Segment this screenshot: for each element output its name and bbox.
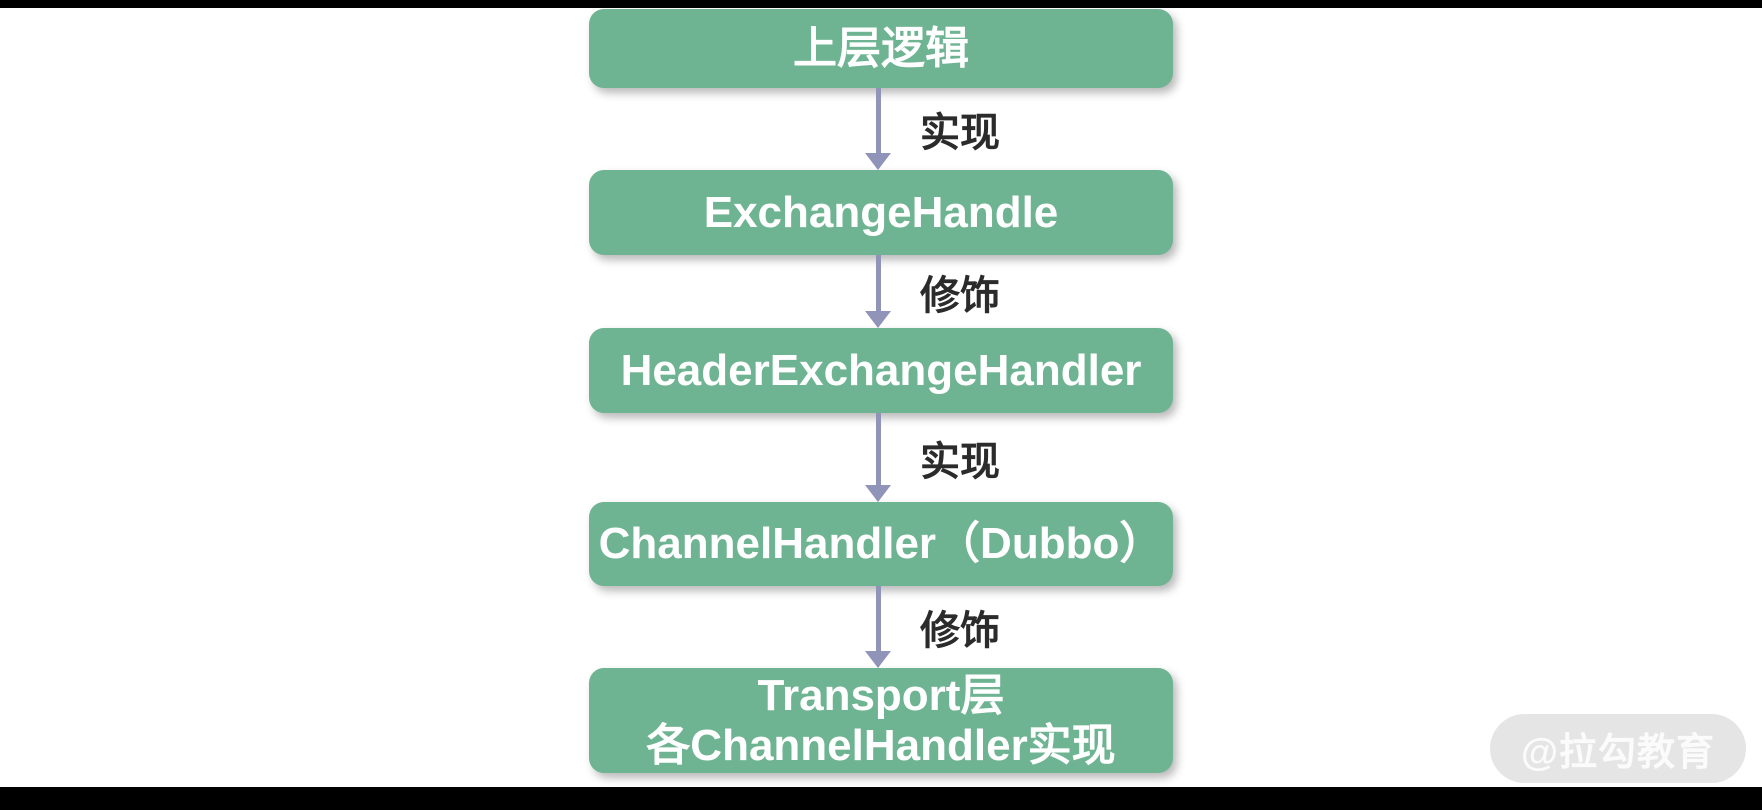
- arrow-down-icon: [865, 311, 891, 328]
- watermark-badge: @拉勾教育: [1490, 714, 1746, 783]
- arrow-down-icon: [865, 153, 891, 170]
- node-label: 上层逻辑: [793, 23, 969, 73]
- flow-edge-decorate-2: 修饰: [589, 586, 1173, 668]
- arrow-line: [876, 586, 881, 655]
- letterbox-bottom-bar: [0, 787, 1762, 810]
- flow-edge-implement-1: 实现: [589, 88, 1173, 170]
- edge-label: 实现: [920, 111, 1000, 155]
- arrow-down-icon: [865, 485, 891, 502]
- node-label: ExchangeHandle: [703, 187, 1059, 237]
- edge-label: 修饰: [920, 609, 1000, 653]
- flow-node-channel-handler-dubbo: ChannelHandler（Dubbo）: [589, 502, 1173, 586]
- node-label: HeaderExchangeHandler: [620, 345, 1142, 395]
- node-label: ChannelHandler（Dubbo）: [598, 519, 1164, 569]
- arrow-down-icon: [865, 651, 891, 668]
- edge-label: 修饰: [920, 273, 1000, 318]
- edge-label: 实现: [920, 439, 1000, 484]
- arrow-line: [876, 255, 881, 315]
- flow-node-exchange-handle: ExchangeHandle: [589, 170, 1173, 255]
- watermark-label: @拉勾教育: [1520, 732, 1716, 774]
- flow-edge-decorate-1: 修饰: [589, 255, 1173, 328]
- arrow-line: [876, 88, 881, 157]
- node-label: Transport层 各ChannelHandler实现: [646, 670, 1116, 770]
- flow-node-upper-logic: 上层逻辑: [589, 9, 1173, 88]
- flow-node-transport-channel-handlers: Transport层 各ChannelHandler实现: [589, 668, 1173, 773]
- flow-node-header-exchange-handler: HeaderExchangeHandler: [589, 328, 1173, 413]
- flow-edge-implement-2: 实现: [589, 413, 1173, 502]
- arrow-line: [876, 413, 881, 489]
- letterbox-top-bar: [0, 0, 1762, 8]
